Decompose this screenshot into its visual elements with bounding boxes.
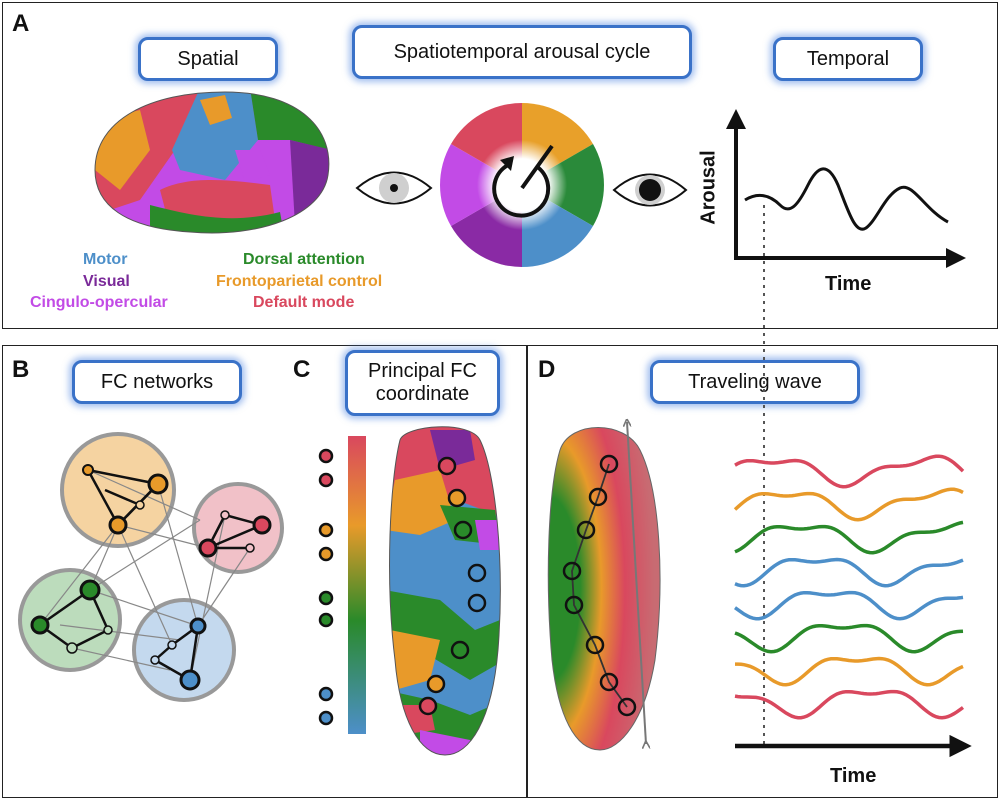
legend-visual: Visual: [83, 273, 130, 290]
gradient-dot-column: [318, 448, 334, 726]
wave-trace: [734, 689, 965, 720]
wave-trace: [734, 520, 964, 555]
panel-bc-frame: [2, 345, 527, 798]
wave-path-line: [571, 463, 628, 708]
fc-network-graph: [18, 432, 284, 702]
network-orange: [60, 432, 176, 548]
legend-dorsal-attention: Dorsal attention: [243, 251, 365, 268]
panel-a-letter: A: [12, 10, 30, 37]
panel-b-letter: B: [12, 356, 30, 383]
panel-d-letter: D: [538, 356, 556, 383]
brain-lateral: [94, 91, 330, 234]
wave-trace: [735, 656, 964, 687]
traveling-wave-x-label: Time: [830, 765, 877, 787]
title-principal-fc-coordinate: Principal FC coordinate: [345, 350, 500, 416]
wave-trace: [733, 487, 964, 522]
temporal-axes: [726, 109, 966, 268]
panel-d-frame: [527, 345, 998, 798]
legend-default-mode: Default mode: [253, 294, 355, 311]
title-arousal-cycle: Spatiotemporal arousal cycle: [352, 25, 692, 79]
wave-markers: [562, 454, 637, 717]
traveling-wave-traces: [733, 454, 965, 720]
eye-left-icon: [355, 171, 433, 205]
brain-fc-markers: [418, 456, 487, 716]
title-spatial: Spatial: [138, 37, 278, 81]
panel-a-frame: [2, 2, 998, 329]
principal-fc-gradient-bar: [348, 436, 366, 734]
legend-cingulo-opercular: Cingulo-opercular: [30, 294, 168, 311]
title-traveling-wave: Traveling wave: [650, 360, 860, 404]
legend-frontoparietal-control: Frontoparietal control: [216, 273, 383, 290]
title-fc-networks: FC networks: [72, 360, 242, 404]
temporal-x-label: Time: [825, 273, 872, 295]
brain-fc-map: [389, 426, 501, 756]
circular-arrow-icon: [492, 144, 554, 218]
wave-trace: [734, 623, 964, 654]
title-temporal: Temporal: [773, 37, 923, 81]
eye-right-icon: [612, 173, 688, 207]
wave-trace: [734, 454, 965, 489]
wave-direction-arrow: [627, 422, 646, 744]
network-blue: [132, 598, 236, 702]
wave-trace: [733, 590, 964, 621]
arousal-trace: [744, 167, 949, 231]
panel-c-letter: C: [293, 356, 311, 383]
legend-motor: Motor: [83, 251, 128, 268]
wave-trace: [734, 557, 964, 588]
